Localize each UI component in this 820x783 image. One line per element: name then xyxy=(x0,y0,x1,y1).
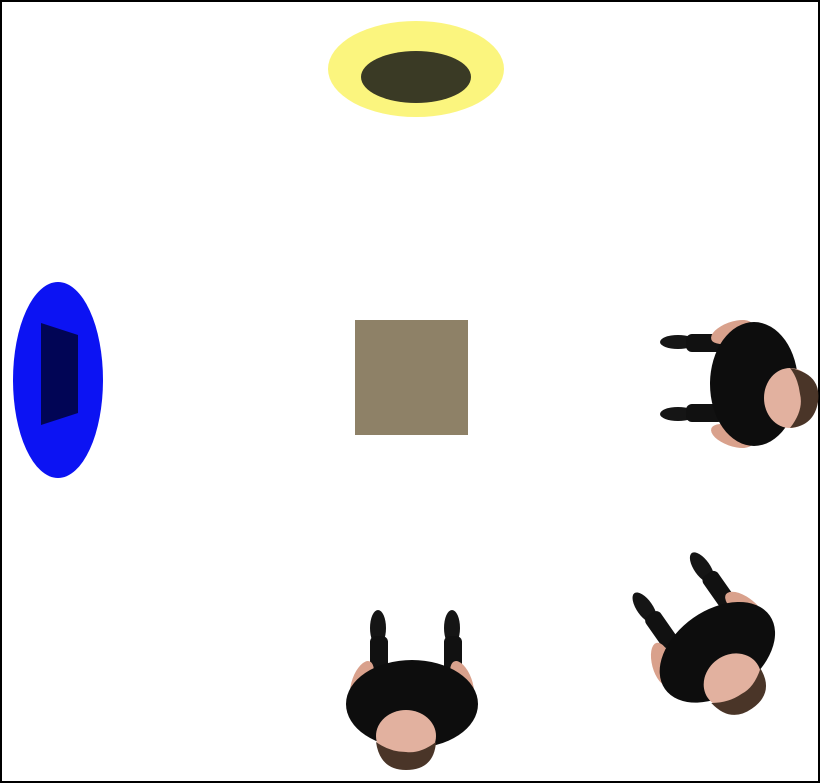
person-top-view-figure xyxy=(634,568,794,734)
person-bottom-right[interactable] xyxy=(634,568,794,734)
person-bottom[interactable] xyxy=(340,612,482,772)
yellow-ring-target[interactable] xyxy=(328,21,504,117)
person-top-view-figure xyxy=(340,612,482,772)
person-top-view-figure xyxy=(662,314,820,456)
person-right[interactable] xyxy=(662,314,820,456)
blue-portal[interactable] xyxy=(13,282,103,478)
center-box[interactable] xyxy=(355,320,468,435)
